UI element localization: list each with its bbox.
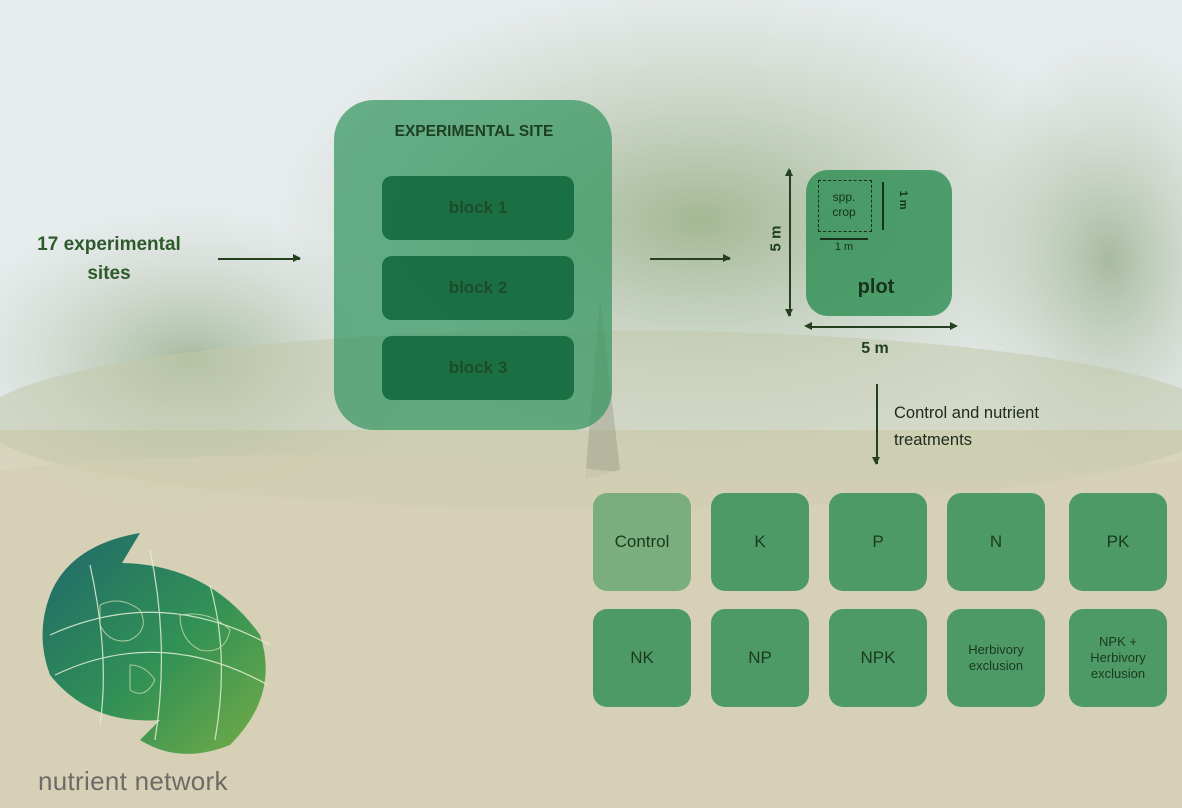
plot-square: spp. crop 1 m 1 m plot xyxy=(806,170,952,316)
plot-width-dimension-line xyxy=(808,326,954,328)
treatment-pk: PK xyxy=(1069,493,1167,591)
sites-count-label: 17 experimental sites xyxy=(37,234,181,284)
treatment-n: N xyxy=(947,493,1045,591)
subplot-width-label: 1 m xyxy=(834,241,854,253)
experimental-site-card: EXPERIMENTAL SITE block 1 block 2 block … xyxy=(334,100,612,430)
site-title: EXPERIMENTAL SITE xyxy=(394,123,554,140)
treatment-nk: NK xyxy=(593,609,691,707)
block-2: block 2 xyxy=(382,256,574,320)
plot-width-label: 5 m xyxy=(861,340,889,357)
treatment-herbivory-exclusion: Herbivory exclusion xyxy=(947,609,1045,707)
plot-label: plot xyxy=(857,276,895,298)
arrow-to-site xyxy=(218,255,301,261)
plot-height-dimension-line xyxy=(786,170,792,317)
block-3: block 3 xyxy=(382,336,574,400)
treatment-p: P xyxy=(829,493,927,591)
treatment-np: NP xyxy=(711,609,809,707)
subplot-label: spp. crop xyxy=(832,190,856,219)
nutrient-network-logo-icon xyxy=(42,533,271,754)
treatment-npk: NPK xyxy=(829,609,927,707)
arrow-to-plot xyxy=(650,255,731,261)
treatment-k: K xyxy=(711,493,809,591)
subplot-height-line xyxy=(882,182,884,230)
block-1: block 1 xyxy=(382,176,574,240)
subplot-width-line xyxy=(820,238,868,240)
plot-width-right-arrowhead xyxy=(950,322,958,330)
treatments-label: Control and nutrient treatments xyxy=(894,404,1039,449)
subplot-box xyxy=(818,180,872,232)
plot-height-top-arrowhead xyxy=(785,168,793,176)
arrow-to-treatments xyxy=(873,384,879,465)
plot-width-left-arrowhead xyxy=(804,322,812,330)
plot-height-label: 5 m xyxy=(767,225,785,252)
subplot-height-label: 1 m xyxy=(897,190,909,210)
logo-text: nutrient network xyxy=(38,766,228,796)
treatment-control: Control xyxy=(593,493,691,591)
treatment-npk-herbivory-exclusion: NPK + Herbivory exclusion xyxy=(1069,609,1167,707)
